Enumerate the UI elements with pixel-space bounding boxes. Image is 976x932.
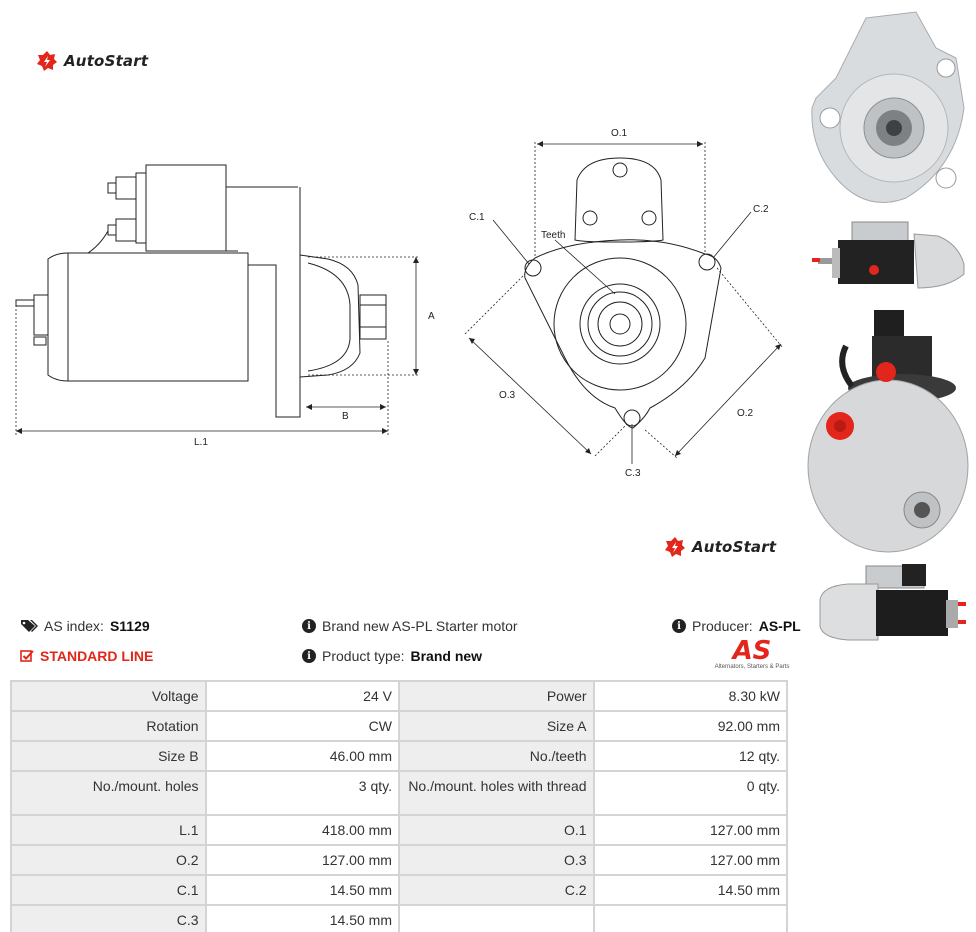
spec-label: C.2 [397, 874, 595, 906]
spec-label: No./mount. holes [10, 770, 207, 816]
info-circle-icon: i [302, 649, 316, 663]
table-row: Size B 46.00 mm No./teeth 12 qty. [10, 740, 789, 772]
spec-value: 12 qty. [592, 740, 789, 772]
spec-empty [592, 904, 789, 932]
spec-label: No./teeth [397, 740, 595, 772]
product-photo-rear [807, 310, 969, 553]
dim-label-o2: O.2 [737, 408, 754, 419]
spec-value: CW [204, 710, 400, 742]
spec-label: C.3 [10, 904, 207, 932]
tags-icon [21, 620, 38, 632]
dim-label-c1: C.1 [469, 212, 485, 223]
spec-label: Voltage [10, 680, 207, 712]
spec-empty [397, 904, 595, 932]
info-circle-icon: i [672, 619, 686, 633]
brand-logo-text: AutoStart [692, 538, 777, 556]
standard-line-row: STANDARD LINE [20, 648, 153, 664]
table-row: O.2 127.00 mm O.3 127.00 mm [10, 844, 789, 876]
spec-value: 14.50 mm [204, 874, 400, 906]
spec-value: 418.00 mm [204, 814, 400, 846]
dim-label-l1: L.1 [194, 437, 208, 448]
product-type-row: i Product type: Brand new [302, 648, 482, 664]
table-row: No./mount. holes 3 qty. No./mount. holes… [10, 770, 789, 816]
product-photo-side [812, 221, 965, 289]
spec-label: O.3 [397, 844, 595, 876]
spec-label: No./mount. holes with thread [397, 770, 595, 816]
spec-label: C.1 [10, 874, 207, 906]
producer-value: AS-PL [758, 618, 801, 634]
brand-logo: AutoStart [36, 50, 148, 72]
brand-logo-text: AutoStart [64, 52, 149, 70]
table-row: C.1 14.50 mm C.2 14.50 mm [10, 874, 789, 906]
checkbox-checked-icon [20, 650, 34, 662]
dim-label-c3: C.3 [625, 468, 641, 479]
spec-label: Power [397, 680, 595, 712]
as-index-value: S1129 [109, 618, 150, 634]
spec-label: Size B [10, 740, 207, 772]
table-row: L.1 418.00 mm O.1 127.00 mm [10, 814, 789, 846]
producer-logo: AS Alternators, Starters & Parts [714, 638, 790, 670]
dim-label-teeth: Teeth [541, 230, 565, 241]
spec-label: O.1 [397, 814, 595, 846]
spec-value: 0 qty. [592, 770, 789, 816]
front-view-drawing: O.1 C.1 C.2 Teeth O.3 O.2 C.3 [464, 128, 784, 479]
spec-value: 14.50 mm [592, 874, 789, 906]
spec-value: 3 qty. [204, 770, 400, 816]
spec-value: 127.00 mm [592, 844, 789, 876]
producer-logo-text: AS [732, 636, 772, 666]
description-row: i Brand new AS-PL Starter motor [302, 618, 518, 634]
dim-label-c2: C.2 [753, 204, 769, 215]
spec-value: 8.30 kW [592, 680, 789, 712]
spec-label: L.1 [10, 814, 207, 846]
spec-value: 46.00 mm [204, 740, 400, 772]
dim-label-b: B [342, 411, 349, 422]
product-photo-angle [819, 564, 966, 641]
specs-table: Voltage 24 V Power 8.30 kW Rotation CW S… [10, 680, 789, 932]
autostart-logo-icon [37, 51, 57, 71]
product-description: Brand new AS-PL Starter motor [322, 618, 518, 634]
producer-tagline: Alternators, Starters & Parts [714, 664, 790, 670]
dim-label-a: A [428, 311, 435, 322]
spec-value: 127.00 mm [592, 814, 789, 846]
dim-label-o3: O.3 [499, 390, 516, 401]
spec-value: 14.50 mm [204, 904, 400, 932]
table-row: Rotation CW Size A 92.00 mm [10, 710, 789, 742]
producer-row: i Producer: AS-PL [672, 618, 801, 634]
product-type-value: Brand new [410, 648, 483, 664]
standard-line-badge: STANDARD LINE [40, 648, 154, 664]
spec-value: 24 V [204, 680, 400, 712]
product-photo-front [811, 11, 965, 203]
side-view-drawing: A B L.1 [15, 164, 435, 448]
spec-label: Size A [397, 710, 595, 742]
as-index-label: AS index: [44, 618, 104, 634]
spec-value: 127.00 mm [204, 844, 400, 876]
table-row: C.3 14.50 mm [10, 904, 789, 932]
as-index-row: AS index: S1129 [20, 618, 150, 634]
brand-logo-secondary: AutoStart [664, 536, 776, 558]
dim-label-o1: O.1 [611, 128, 628, 139]
info-circle-icon: i [302, 619, 316, 633]
spec-value: 92.00 mm [592, 710, 789, 742]
product-type-label: Product type: [322, 648, 405, 664]
spec-label: O.2 [10, 844, 207, 876]
table-row: Voltage 24 V Power 8.30 kW [10, 680, 789, 712]
autostart-logo-icon [665, 537, 685, 557]
spec-label: Rotation [10, 710, 207, 742]
producer-label: Producer: [692, 618, 753, 634]
